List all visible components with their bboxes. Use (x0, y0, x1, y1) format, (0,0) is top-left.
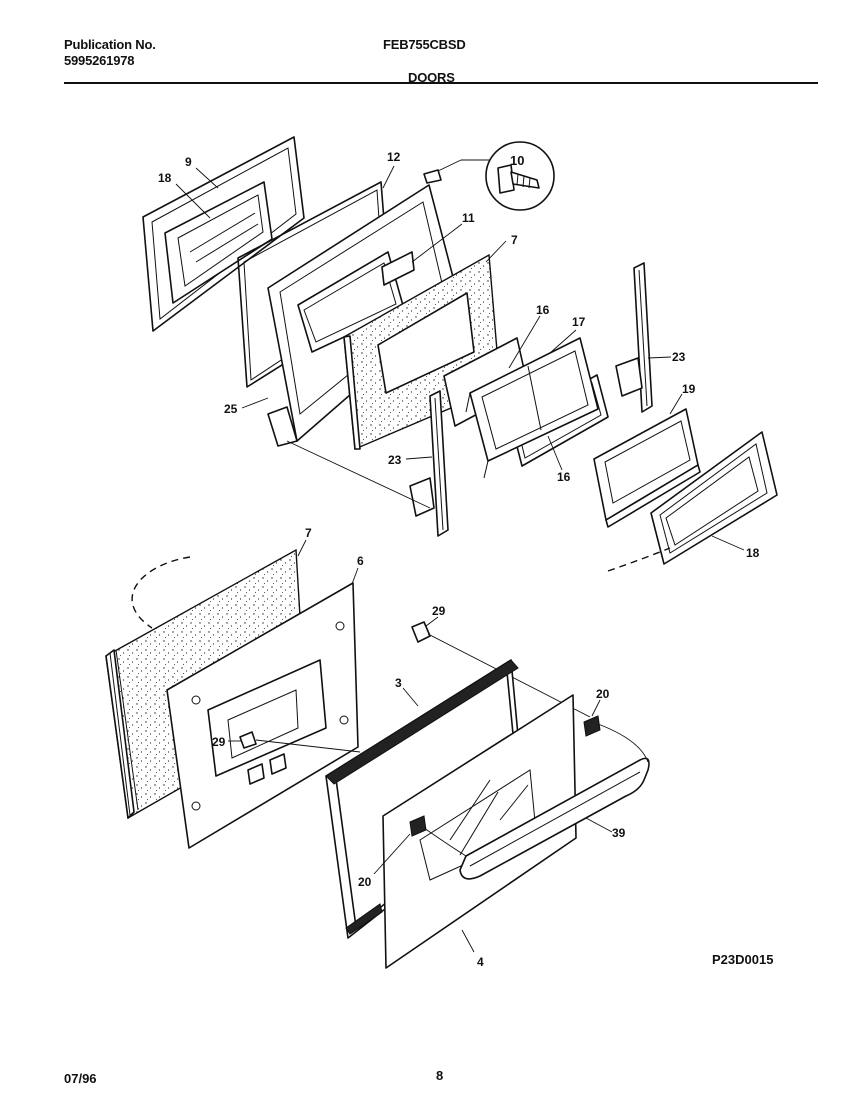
figure-id: P23D0015 (712, 952, 773, 967)
callout-29-upper: 29 (432, 604, 446, 618)
callout-39: 39 (612, 826, 626, 840)
spacer-upper (411, 621, 431, 643)
inner-door-panel (267, 184, 460, 447)
vent-bracket (381, 223, 463, 286)
callout-23-right: 23 (672, 350, 686, 364)
screw-detail (423, 141, 555, 211)
callout-17: 17 (572, 315, 586, 329)
footer-page: 8 (436, 1068, 443, 1083)
callout-16-upper: 16 (536, 303, 550, 317)
inner-panel-lower (166, 582, 359, 849)
callout-9: 9 (185, 155, 192, 169)
spacer-lower (239, 731, 257, 749)
callout-16-lower: 16 (557, 470, 571, 484)
publication-number: 5995261978 (64, 53, 135, 68)
callout-18-upper-left: 18 (158, 171, 172, 185)
callout-23-left: 23 (388, 453, 402, 467)
handle-bracket-left (409, 815, 427, 837)
inner-door-liner (142, 136, 305, 332)
callout-7-lower: 7 (305, 526, 312, 540)
outer-glass-seal (650, 431, 778, 565)
hinge-right (615, 262, 653, 413)
publication-label: Publication No. (64, 37, 156, 52)
callout-3: 3 (395, 676, 402, 690)
model-number: FEB755CBSD (383, 37, 466, 52)
callout-25: 25 (224, 402, 238, 416)
callout-11: 11 (462, 211, 475, 225)
glass-frame (593, 408, 701, 528)
callout-10: 10 (510, 153, 524, 168)
handle-bracket-right (583, 715, 601, 737)
glass-channel-frame (465, 337, 599, 479)
callout-6: 6 (357, 554, 364, 568)
leader-lines (175, 165, 745, 953)
callout-7-upper: 7 (511, 233, 518, 247)
callout-20-left: 20 (358, 875, 372, 889)
callout-4: 4 (477, 955, 484, 969)
footer-date: 07/96 (64, 1071, 97, 1086)
callout-20-right: 20 (596, 687, 610, 701)
callout-12: 12 (387, 150, 401, 164)
callout-19: 19 (682, 382, 696, 396)
callout-29-lower: 29 (212, 735, 226, 749)
hinge-left (409, 390, 449, 537)
door-handle (459, 757, 650, 880)
header-rule (64, 82, 818, 84)
section-title: DOORS (408, 70, 455, 85)
callout-18-right: 18 (746, 546, 760, 560)
